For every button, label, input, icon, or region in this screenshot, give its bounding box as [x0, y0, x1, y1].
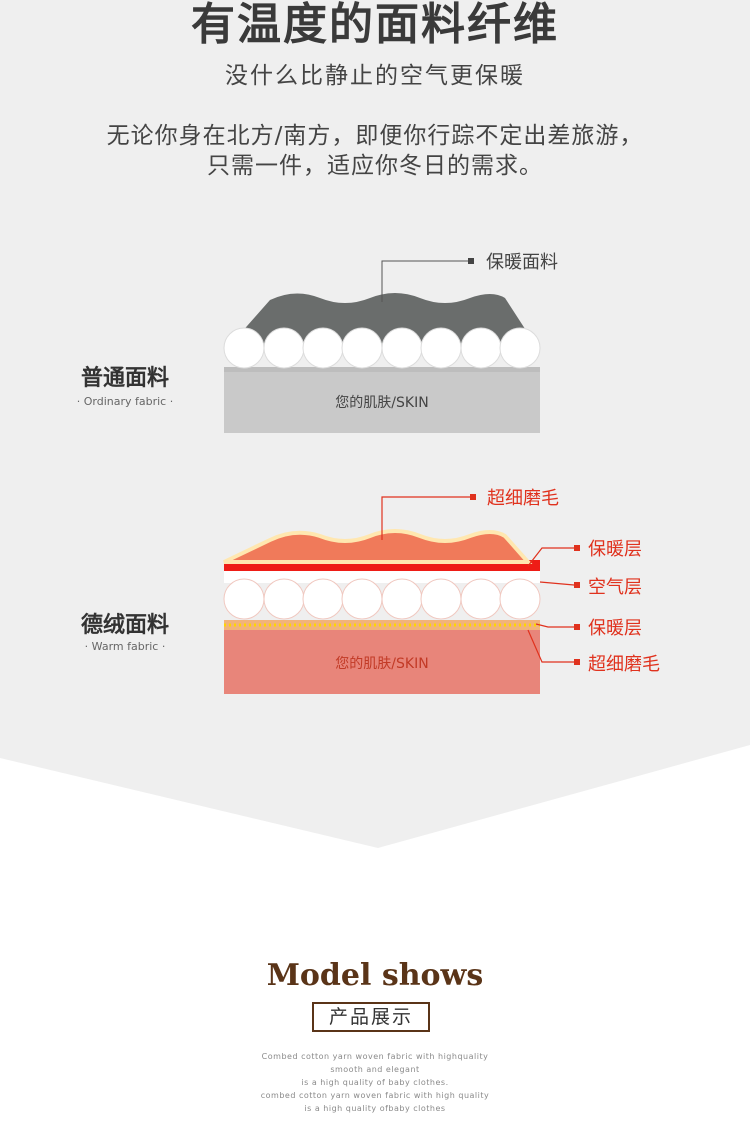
ordinary-fabric-subtitle: · Ordinary fabric · — [76, 395, 174, 408]
warm-fabric-title: 德绒面料 — [80, 613, 169, 638]
warm-skin-layer — [224, 628, 540, 694]
intro-line-1: 无论你身在北方/南方，即便你行踪不定出差旅游， — [106, 123, 644, 149]
warm-callout-brushed-bottom: 超细磨毛 — [588, 654, 660, 675]
ordinary-callout-line — [381, 260, 470, 302]
page-subtitle: 没什么比静止的空气更保暖 — [225, 63, 525, 89]
ordinary-skin-label: 您的肌肤/SKIN — [335, 395, 429, 411]
model-description-line: combed cotton yarn woven fabric with hig… — [260, 1091, 490, 1100]
page-title: 有温度的面料纤维 — [191, 0, 559, 50]
ordinary-skin-layer — [224, 367, 540, 433]
model-description-line: is a high quality ofbaby clothes — [304, 1104, 446, 1113]
product-display-label: 产品展示 — [312, 1002, 430, 1032]
warm-callout-air-layer: 空气层 — [588, 577, 642, 598]
ordinary-fabric-title: 普通面料 — [80, 366, 169, 391]
warm-skin-label: 您的肌肤/SKIN — [335, 656, 429, 672]
ordinary-air-bubbles — [223, 327, 541, 369]
warm-fabric-subtitle: · Warm fabric · — [84, 640, 166, 653]
callout-dot-icon — [468, 258, 474, 264]
model-description-line: Combed cotton yarn woven fabric with hig… — [261, 1052, 489, 1061]
warm-air-bubbles — [223, 578, 541, 620]
ordinary-skin-top — [224, 367, 540, 372]
warm-fabric-diagram — [223, 494, 580, 694]
model-description-line: smooth and elegant — [330, 1065, 420, 1074]
warm-fabric-top — [223, 529, 533, 564]
ordinary-warm-fabric — [224, 293, 540, 352]
ordinary-callout: 保暖面料 — [486, 252, 558, 273]
warm-callout-warm-layer-top: 保暖层 — [588, 539, 642, 560]
intro-line-2: 只需一件，适应你冬日的需求。 — [207, 153, 543, 179]
model-shows-title: Model shows — [266, 958, 484, 993]
fabric-diagram — [223, 258, 580, 694]
warm-red-band — [224, 560, 540, 571]
ordinary-fabric-diagram — [223, 258, 541, 433]
model-description-line: is a high quality of baby clothes. — [301, 1078, 449, 1087]
warm-callout-brushed-top: 超细磨毛 — [487, 488, 559, 509]
warm-callout-warm-layer-bottom: 保暖层 — [588, 618, 642, 639]
warm-brushed-strip — [224, 620, 540, 630]
